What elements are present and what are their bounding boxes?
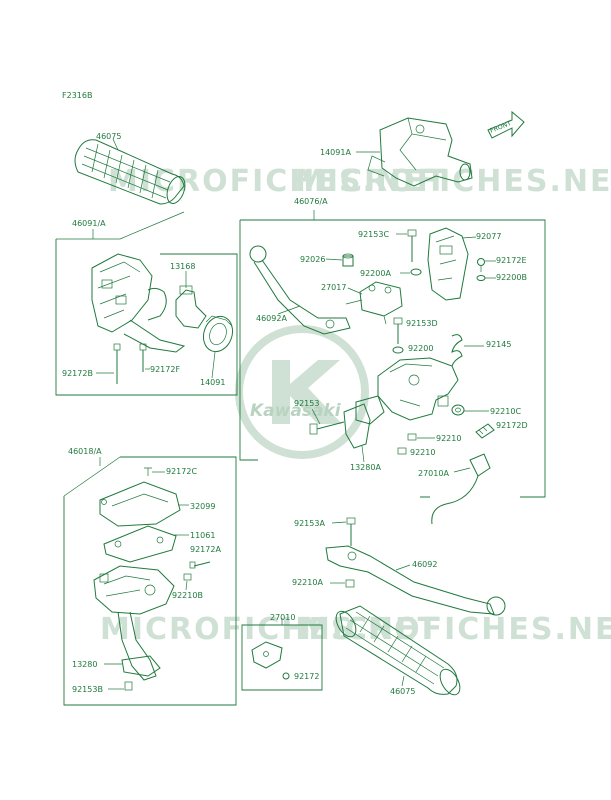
washer-92200B bbox=[476, 275, 486, 281]
washer-92200A bbox=[410, 268, 422, 276]
logo-text: Kawasaki bbox=[250, 401, 342, 421]
nut-92210-a bbox=[407, 433, 417, 441]
switch-27010-frame bbox=[241, 624, 323, 691]
label-13280A: 13280A bbox=[350, 463, 381, 472]
throttle-housing bbox=[93, 565, 175, 681]
front-arrow-icon: FRONT bbox=[487, 110, 525, 139]
lever-bracket-housing bbox=[355, 357, 459, 425]
screw-92172B bbox=[113, 343, 121, 384]
front-label: FRONT bbox=[489, 119, 513, 135]
label-92210-b: 92210 bbox=[410, 448, 435, 457]
label-92153C: 92153C bbox=[358, 230, 389, 239]
label-92172: 92172 bbox=[294, 672, 319, 681]
label-46075-top: 46075 bbox=[96, 132, 121, 141]
label-32099: 32099 bbox=[190, 502, 215, 511]
grip-right bbox=[335, 605, 461, 696]
label-13280: 13280 bbox=[72, 660, 97, 669]
screw-92172D bbox=[475, 423, 495, 439]
switch-27010 bbox=[251, 641, 283, 669]
nut-92210B bbox=[183, 573, 192, 581]
label-11061: 11061 bbox=[190, 531, 215, 540]
throttle-pulley bbox=[175, 285, 207, 329]
lever-box-frame bbox=[240, 219, 546, 498]
screw-92172 bbox=[282, 672, 290, 680]
bolt-92153B bbox=[124, 681, 133, 691]
screw-92172A bbox=[189, 561, 211, 569]
label-46091A: 46091/A bbox=[72, 219, 106, 228]
kawasaki-logo: Kawasaki bbox=[235, 325, 369, 459]
label-92172B: 92172B bbox=[62, 369, 93, 378]
label-92153: 92153 bbox=[294, 399, 319, 408]
switch-27010A bbox=[431, 453, 491, 525]
label-92153D: 92153D bbox=[406, 319, 438, 328]
watermark-top: MICROFICHES.NET bbox=[108, 164, 448, 199]
collar-14091 bbox=[202, 315, 234, 353]
nut-92210-b bbox=[397, 447, 407, 455]
bolt-92153 bbox=[309, 421, 345, 435]
label-46075-bottom: 46075 bbox=[390, 687, 415, 696]
clamp-13280 bbox=[121, 655, 161, 677]
spring-92145 bbox=[451, 334, 463, 367]
label-92077: 92077 bbox=[476, 232, 501, 241]
label-46092A: 46092A bbox=[256, 314, 287, 323]
label-92172D: 92172D bbox=[496, 421, 528, 430]
label-92145: 92145 bbox=[486, 340, 511, 349]
label-46092: 46092 bbox=[412, 560, 437, 569]
label-27010A: 27010A bbox=[418, 469, 449, 478]
nut-92210C bbox=[451, 404, 465, 416]
label-92210C: 92210C bbox=[490, 407, 521, 416]
screw-92172C bbox=[144, 467, 152, 476]
bolt-92153C bbox=[407, 229, 417, 262]
watermark-top-right: MICROFICHES.NET bbox=[295, 164, 611, 199]
label-92210A: 92210A bbox=[292, 578, 323, 587]
label-92026: 92026 bbox=[300, 255, 325, 264]
master-cylinder bbox=[367, 117, 473, 187]
label-92172E: 92172E bbox=[496, 256, 527, 265]
label-46076A: 46076/A bbox=[294, 197, 328, 206]
label-92172C: 92172C bbox=[166, 467, 197, 476]
housing-box-frame bbox=[63, 456, 237, 706]
label-46018A: 46018/A bbox=[68, 447, 102, 456]
clamp-13280A bbox=[343, 403, 371, 449]
label-14091A: 14091A bbox=[320, 148, 351, 157]
washer-92200 bbox=[392, 346, 404, 354]
collar-92026 bbox=[342, 253, 354, 267]
screw-92172F bbox=[139, 343, 147, 372]
switch-box-frame bbox=[55, 239, 238, 396]
watermark-bottom-right: MICROFICHES.NET bbox=[300, 612, 611, 647]
label-92153A: 92153A bbox=[294, 519, 325, 528]
figure-code: F2316B bbox=[62, 91, 92, 100]
label-92200A: 92200A bbox=[360, 269, 391, 278]
label-14091: 14091 bbox=[200, 378, 225, 387]
grip-left bbox=[74, 139, 186, 205]
bolt-92153A bbox=[346, 517, 356, 546]
label-92153B: 92153B bbox=[72, 685, 103, 694]
gasket-11061 bbox=[103, 525, 177, 563]
label-92200: 92200 bbox=[408, 344, 433, 353]
label-27010: 27010 bbox=[270, 613, 295, 622]
label-27017: 27017 bbox=[321, 283, 346, 292]
label-92172A: 92172A bbox=[190, 545, 221, 554]
label-92172F: 92172F bbox=[150, 365, 180, 374]
screw-92172E bbox=[477, 258, 485, 272]
label-92210-a: 92210 bbox=[436, 434, 461, 443]
label-92210B: 92210B bbox=[172, 591, 203, 600]
bolt-92153D bbox=[393, 317, 403, 344]
lever-46092 bbox=[325, 545, 506, 616]
nut-92210A bbox=[345, 579, 355, 588]
label-13168: 13168 bbox=[170, 262, 195, 271]
cover-92077 bbox=[427, 227, 469, 301]
label-92200B: 92200B bbox=[496, 273, 527, 282]
switch-27017 bbox=[345, 281, 403, 325]
cover-32099 bbox=[99, 481, 181, 527]
